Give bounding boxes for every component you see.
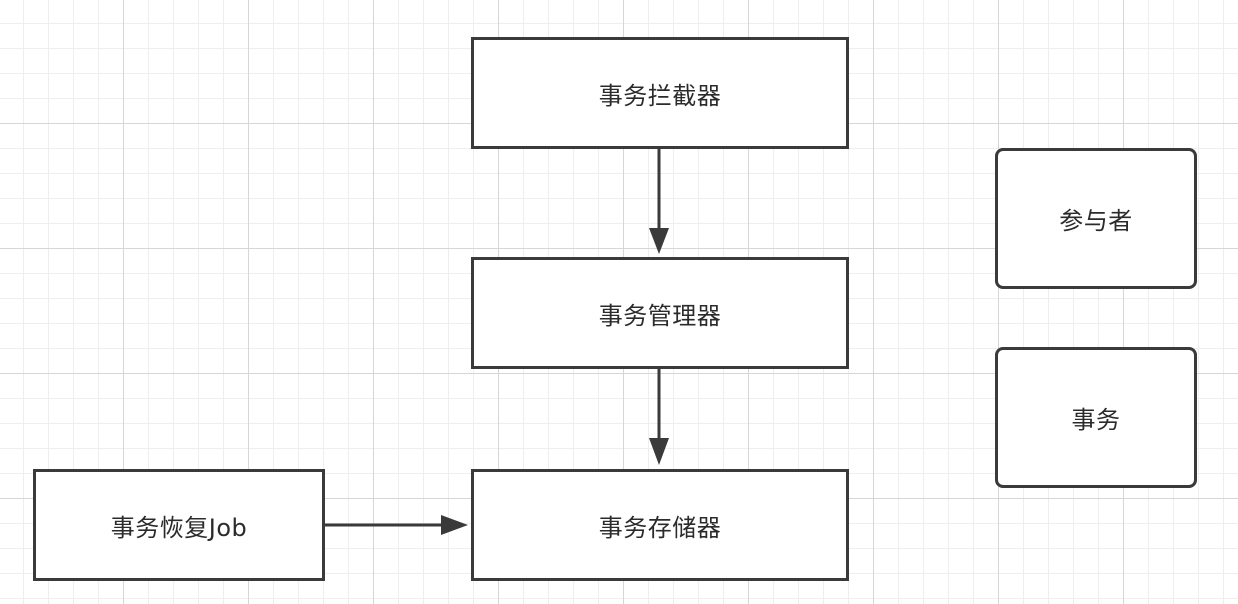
transaction-manager-box[interactable]: 事务管理器 xyxy=(471,257,849,369)
transaction-recovery-job-box[interactable]: 事务恢复Job xyxy=(33,469,325,581)
participant-box[interactable]: 参与者 xyxy=(995,148,1197,289)
arrow-interceptor-to-manager xyxy=(649,149,669,254)
transaction-manager-label: 事务管理器 xyxy=(598,301,722,330)
transaction-storage-box[interactable]: 事务存储器 xyxy=(471,469,849,581)
participant-label: 参与者 xyxy=(1059,207,1133,235)
arrow-manager-to-storage xyxy=(649,369,669,465)
transaction-recovery-job-label: 事务恢复Job xyxy=(110,513,248,542)
transaction-storage-label: 事务存储器 xyxy=(598,513,722,542)
transaction-interceptor-box[interactable]: 事务拦截器 xyxy=(471,37,849,149)
transaction-label: 事务 xyxy=(1071,406,1121,434)
transaction-interceptor-label: 事务拦截器 xyxy=(598,81,722,110)
arrow-recovery-to-storage xyxy=(325,515,468,535)
transaction-box[interactable]: 事务 xyxy=(995,347,1197,488)
